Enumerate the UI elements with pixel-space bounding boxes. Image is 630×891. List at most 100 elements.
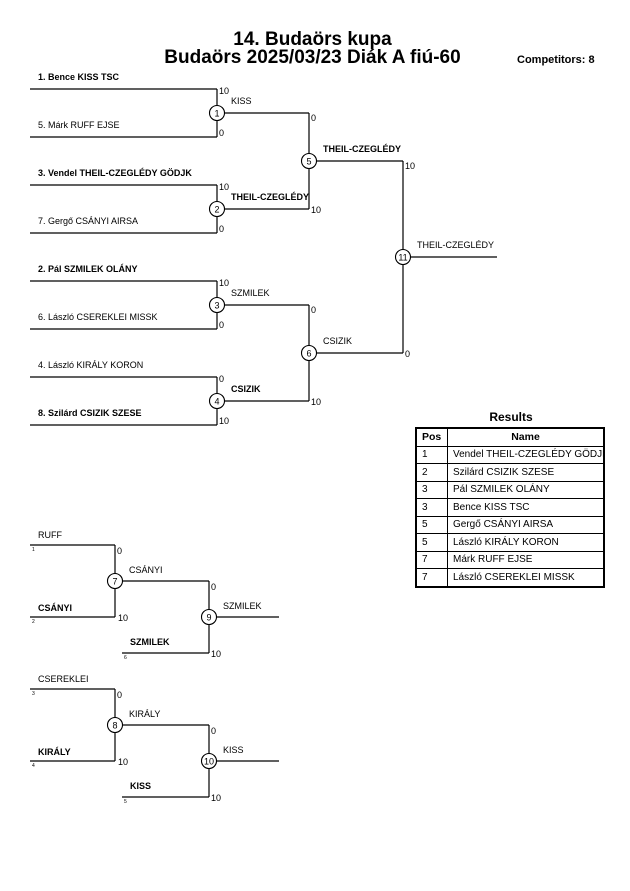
match-number-circle <box>208 392 226 410</box>
player-name: KIRÁLY <box>38 747 71 757</box>
results-title: Results <box>489 410 533 424</box>
score: 0 <box>117 690 122 700</box>
winner-name: SZMILEK <box>223 601 262 611</box>
score: 0 <box>219 374 224 384</box>
winner-name: CSIZIK <box>323 336 352 346</box>
score: 10 <box>118 613 128 623</box>
match-number-circle <box>200 608 218 626</box>
match-number-circle <box>106 716 124 734</box>
seed-number: 2 <box>32 619 35 625</box>
winner-name: KISS <box>231 96 252 106</box>
match-number: 10 <box>204 757 214 767</box>
player-name: RUFF <box>38 530 62 540</box>
winner-name: THEIL-CZEGLÉDY <box>323 144 401 154</box>
score: 0 <box>311 113 316 123</box>
match-number-circle <box>208 200 226 218</box>
match-number: 3 <box>214 301 219 311</box>
match-number-circle <box>208 296 226 314</box>
match-number: 1 <box>214 109 219 119</box>
winner-name: CSIZIK <box>231 384 261 394</box>
match-number-circle <box>208 104 226 122</box>
results-name: Szilárd CSIZIK SZESE <box>447 463 605 482</box>
match-number-circle <box>300 344 318 362</box>
match-number-circle <box>300 152 318 170</box>
results-name: Gergő CSÁNYI AIRSA <box>447 515 605 534</box>
player-name: 7. Gergő CSÁNYI AIRSA <box>38 216 138 226</box>
results-pos: 5 <box>415 533 448 552</box>
match-number: 11 <box>398 253 407 263</box>
score: 0 <box>405 349 410 359</box>
results-pos: 7 <box>415 568 448 587</box>
score: 0 <box>311 305 316 315</box>
page-title: 14. Budaörs kupa <box>233 29 392 50</box>
score: 10 <box>219 278 229 288</box>
match-number: 4 <box>214 397 219 407</box>
seed-number: 1 <box>32 547 35 553</box>
match-number-circle <box>394 248 412 266</box>
results-name: Bence KISS TSC <box>447 498 605 517</box>
results-pos: 3 <box>415 498 448 517</box>
score: 0 <box>117 546 122 556</box>
results-pos: 2 <box>415 463 448 482</box>
player-name: CSÁNYI <box>38 603 72 613</box>
score: 10 <box>211 793 221 803</box>
score: 0 <box>211 726 216 736</box>
winner-name: THEIL-CZEGLÉDY <box>417 240 494 250</box>
player-name: KISS <box>130 781 151 791</box>
results-pos: 5 <box>415 515 448 534</box>
score: 10 <box>211 649 221 659</box>
winner-name: THEIL-CZEGLÉDY <box>231 192 309 202</box>
seed-number: 3 <box>32 691 35 697</box>
competitors-count: Competitors: 8 <box>517 54 595 66</box>
match-number-circle <box>200 752 218 770</box>
score: 0 <box>211 582 216 592</box>
score: 0 <box>219 320 224 330</box>
score: 0 <box>219 128 224 138</box>
match-number: 2 <box>214 205 219 215</box>
score: 10 <box>219 416 229 426</box>
results-name: László CSEREKLEI MISSK <box>447 568 605 587</box>
match-number: 8 <box>112 721 117 731</box>
results-pos: 3 <box>415 480 448 499</box>
score: 10 <box>219 86 229 96</box>
match-number: 5 <box>306 157 311 167</box>
player-name: 1. Bence KISS TSC <box>38 72 120 82</box>
winner-name: KISS <box>223 745 244 755</box>
results-header-pos: Pos <box>415 427 448 447</box>
winner-name: KIRÁLY <box>129 709 160 719</box>
player-name: 6. László CSEREKLEI MISSK <box>38 312 158 322</box>
score: 10 <box>311 397 321 407</box>
player-name: SZMILEK <box>130 637 170 647</box>
results-name: Vendel THEIL-CZEGLÉDY GÖDJK <box>447 445 605 464</box>
match-number: 6 <box>306 349 311 359</box>
player-name: 5. Márk RUFF EJSE <box>38 120 120 130</box>
winner-name: SZMILEK <box>231 288 270 298</box>
winner-name: CSÁNYI <box>129 565 163 575</box>
results-header-row: Pos Name <box>415 427 605 447</box>
results-header-name: Name <box>447 427 605 447</box>
player-name: CSEREKLEI <box>38 674 89 684</box>
player-name: 8. Szilárd CSIZIK SZESE <box>38 408 142 418</box>
player-name: 2. Pál SZMILEK OLÁNY <box>38 264 138 274</box>
score: 10 <box>405 161 415 171</box>
score: 10 <box>219 182 229 192</box>
score: 10 <box>311 205 321 215</box>
results-name: Márk RUFF EJSE <box>447 550 605 569</box>
results-pos: 7 <box>415 550 448 569</box>
seed-number: 4 <box>32 763 35 769</box>
match-number: 7 <box>112 577 117 587</box>
results-name: Pál SZMILEK OLÁNY <box>447 480 605 499</box>
results-pos: 1 <box>415 445 448 464</box>
seed-number: 5 <box>124 799 127 805</box>
